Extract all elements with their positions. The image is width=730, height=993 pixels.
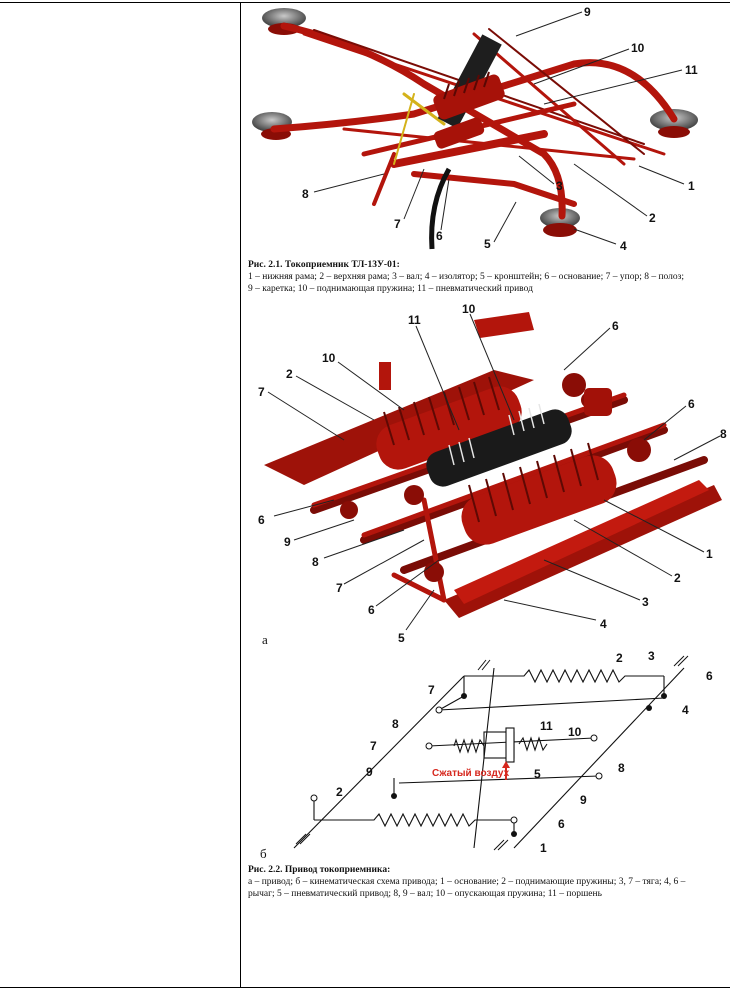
caption-line: 9 – каретка; 10 – поднимающая пружина; 1… xyxy=(248,284,533,294)
callout-label: 2 xyxy=(674,571,681,585)
caption-line: а – привод; б – кинематическая схема при… xyxy=(248,877,686,887)
figure-2-1-caption: Рис. 2.1. Токоприемник ТЛ-13У-01: 1 – ни… xyxy=(248,259,684,295)
callout-label: 5 xyxy=(398,631,405,645)
callout-label: 6 xyxy=(688,397,695,411)
callout-label: 10 xyxy=(322,351,336,365)
subfigure-label: а xyxy=(262,632,268,647)
callout-label: 5 xyxy=(534,767,541,781)
bottom-rule xyxy=(0,987,730,988)
kinematic-scheme-drawing xyxy=(293,655,689,851)
figure-2-2a-drive: 11 10 6 10 2 7 6 8 6 9 8 7 6 5 4 3 2 1 а xyxy=(244,300,728,652)
air-arrow-icon xyxy=(502,761,510,780)
callout-label: 11 xyxy=(685,63,698,77)
subfigure-label: б xyxy=(260,846,267,860)
callout-label: 9 xyxy=(584,5,591,19)
callout-label: 2 xyxy=(616,651,623,665)
callout-label: 3 xyxy=(642,595,649,609)
callout-label: 9 xyxy=(580,793,587,807)
callout-label: 4 xyxy=(620,239,627,253)
callout-label: 1 xyxy=(688,179,695,193)
top-rule xyxy=(0,2,730,3)
caption-title: Рис. 2.1. Токоприемник ТЛ-13У-01: xyxy=(248,260,400,270)
cable-drawing xyxy=(429,167,452,250)
callout-label: 2 xyxy=(649,211,656,225)
callout-label: 11 xyxy=(540,719,553,733)
callout-label: 1 xyxy=(706,547,713,561)
callout-label: 6 xyxy=(612,319,619,333)
callout-label: 1 xyxy=(540,841,547,855)
callout-label: 9 xyxy=(284,535,291,549)
callout-label: 7 xyxy=(370,739,377,753)
callout-label: 6 xyxy=(436,229,443,243)
compressed-air-label: Сжатый воздух xyxy=(432,768,510,779)
callout-label: 3 xyxy=(556,179,563,193)
drive-drawing xyxy=(264,312,722,618)
pneumatic-drive-drawing xyxy=(433,34,505,149)
caption-line: рычаг; 5 – пневматический привод; 8, 9 –… xyxy=(248,889,602,899)
callout-label: 10 xyxy=(631,41,645,55)
callout-label: 11 xyxy=(408,313,421,327)
callout-label: 8 xyxy=(392,717,399,731)
joint-icon xyxy=(310,693,667,837)
callout-label: 4 xyxy=(600,617,607,631)
callout-label: 8 xyxy=(618,761,625,775)
callout-label: 9 xyxy=(366,765,373,779)
callout-label: 2 xyxy=(286,367,293,381)
figure-2-2-caption: Рис. 2.2. Привод токоприемника: а – прив… xyxy=(248,864,685,900)
callout-label: 2 xyxy=(336,785,343,799)
callout-label: 6 xyxy=(258,513,265,527)
callout-label: 6 xyxy=(706,669,713,683)
callout-label: 10 xyxy=(462,302,476,316)
callout-label: 8 xyxy=(720,427,727,441)
callout-label: 8 xyxy=(302,187,309,201)
callout-label: 3 xyxy=(648,649,655,663)
callout-label: 10 xyxy=(568,725,582,739)
callout-label: 7 xyxy=(428,683,435,697)
figure-2-1-pantograph: 9 10 11 1 2 3 4 5 6 7 8 xyxy=(244,4,728,256)
callout-label: 6 xyxy=(558,817,565,831)
callout-label: 7 xyxy=(258,385,265,399)
callout-label: 6 xyxy=(368,603,375,617)
column-divider xyxy=(240,2,241,987)
callout-label: 8 xyxy=(312,555,319,569)
caption-title: Рис. 2.2. Привод токоприемника: xyxy=(248,865,391,875)
figure-2-2b-kinematic-scheme: Сжатый воздух 2 3 7 6 4 8 11 10 7 5 8 9 … xyxy=(244,648,728,860)
caption-line: 1 – нижняя рама; 2 – верхняя рама; 3 – в… xyxy=(248,272,685,282)
left-margin-column xyxy=(0,3,240,987)
callout-label: 4 xyxy=(682,703,689,717)
callout-label: 7 xyxy=(394,217,401,231)
callout-label: 5 xyxy=(484,237,491,251)
callout-label: 7 xyxy=(336,581,343,595)
